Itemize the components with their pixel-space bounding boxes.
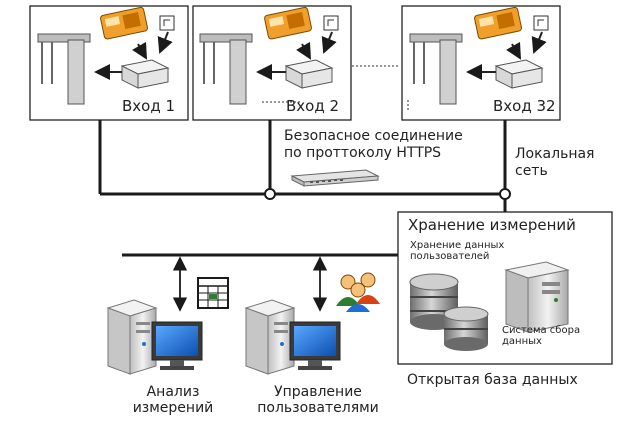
workstation-icon <box>106 299 203 375</box>
turnstile-icon <box>409 33 463 105</box>
card-tap-icon <box>533 15 549 31</box>
arrow <box>157 31 173 54</box>
turnstile-icon <box>199 33 253 105</box>
workstation-label-analysis-line2: измерений <box>132 400 214 417</box>
arrow <box>132 41 147 60</box>
server-tower-icon <box>504 261 570 333</box>
junction-node <box>264 188 276 200</box>
collector-label-line2: данных <box>502 336 542 347</box>
workstation-icon <box>244 299 341 375</box>
entry-label-1: Вход 1 <box>122 97 176 115</box>
arrow <box>506 41 521 60</box>
database-icon <box>443 306 489 351</box>
card-reader-panel-icon <box>100 6 148 40</box>
secure-link-label-line1: Безопасное соединение <box>284 128 463 144</box>
workstation-label-users-line1: Управление <box>274 384 362 400</box>
secure-link-label-line2: по проттоколу HTTPS <box>284 145 442 161</box>
lan-label-line1: Локальная <box>515 146 595 162</box>
users-group-icon <box>336 272 380 312</box>
arrow <box>531 31 547 54</box>
card-reader-panel-icon <box>264 6 312 40</box>
arrow <box>296 41 311 60</box>
workstation-label-users-line2: пользователями <box>257 400 379 417</box>
open-database-label: Открытая база данных <box>407 372 578 388</box>
user-data-label-line1: Хранение данных <box>410 240 505 251</box>
workstation-label-analysis: Анализ измерений <box>118 384 228 416</box>
junction-node <box>499 188 511 200</box>
card-reader-panel-icon <box>474 6 522 40</box>
workstation-label-users: Управление пользователями <box>248 384 388 416</box>
user-data-label-line2: пользователей <box>410 251 490 262</box>
network-lines <box>98 120 507 257</box>
arrow <box>321 31 337 54</box>
card-tap-icon <box>323 15 339 31</box>
entry-label-32: Вход 32 <box>493 97 556 115</box>
collector-label-line1: Система сбора <box>502 325 581 336</box>
entry-label-2: Вход 2 <box>286 97 340 115</box>
network-switch-icon <box>290 169 380 187</box>
controller-box-icon <box>494 59 544 89</box>
storage-title: Хранение измерений <box>408 216 576 234</box>
lan-label-line2: сеть <box>515 163 548 179</box>
workstation-label-analysis-line1: Анализ <box>146 384 200 400</box>
spreadsheet-icon <box>197 277 229 309</box>
controller-box-icon <box>284 59 334 89</box>
card-tap-icon <box>159 15 175 31</box>
controller-box-icon <box>120 59 170 89</box>
turnstile-icon <box>37 33 91 105</box>
